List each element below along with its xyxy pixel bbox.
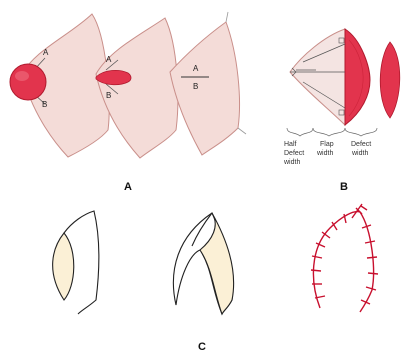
flap-area xyxy=(290,29,345,125)
panel-c-step1 xyxy=(53,211,99,314)
defect-highlight xyxy=(15,71,29,81)
defect-lens xyxy=(345,29,370,125)
panel-c-step3 xyxy=(311,204,378,312)
panel-c-step2 xyxy=(173,213,233,314)
half-defect-width-label: Half Defect width xyxy=(283,141,306,166)
panel-a-step1: A B xyxy=(10,14,109,157)
panel-c: C xyxy=(53,204,378,353)
defect-width-label: Defect width xyxy=(351,141,373,157)
panel-a-step2: A B xyxy=(96,18,178,158)
point-label-b: B xyxy=(106,91,111,100)
point-label-a: A xyxy=(106,55,112,64)
panel-a-step3: A B xyxy=(170,12,246,155)
bracket-flap-width xyxy=(313,128,345,136)
stitch xyxy=(366,287,376,290)
defect-lens-outline xyxy=(53,233,74,300)
point-label-b: B xyxy=(193,82,198,91)
panel-b: Half Defect width Flap width Defect widt… xyxy=(283,29,400,193)
suture-line-branch xyxy=(352,204,362,218)
stitch xyxy=(365,241,375,243)
stitch xyxy=(311,270,321,271)
panel-label-a: A xyxy=(124,181,132,193)
skin-area xyxy=(96,18,178,158)
stitch xyxy=(312,256,322,258)
excised-lens xyxy=(380,42,400,118)
stitch xyxy=(367,257,377,258)
skin-area xyxy=(170,22,240,155)
tail-top xyxy=(226,12,228,22)
panel-label-b: B xyxy=(340,181,348,193)
flap-width-label: Flap width xyxy=(316,141,336,157)
stitch xyxy=(361,206,367,210)
circular-defect xyxy=(10,64,46,100)
point-label-a: A xyxy=(193,64,199,73)
point-label-a: A xyxy=(43,48,49,57)
tail-bottom xyxy=(238,128,246,134)
bracket-half-defect-width xyxy=(287,128,313,136)
bracket-defect-width xyxy=(345,128,377,136)
point-label-b: B xyxy=(42,100,47,109)
panel-a: A B A B A B A xyxy=(10,12,246,193)
panel-label-c: C xyxy=(198,341,206,353)
stitch xyxy=(368,273,378,274)
